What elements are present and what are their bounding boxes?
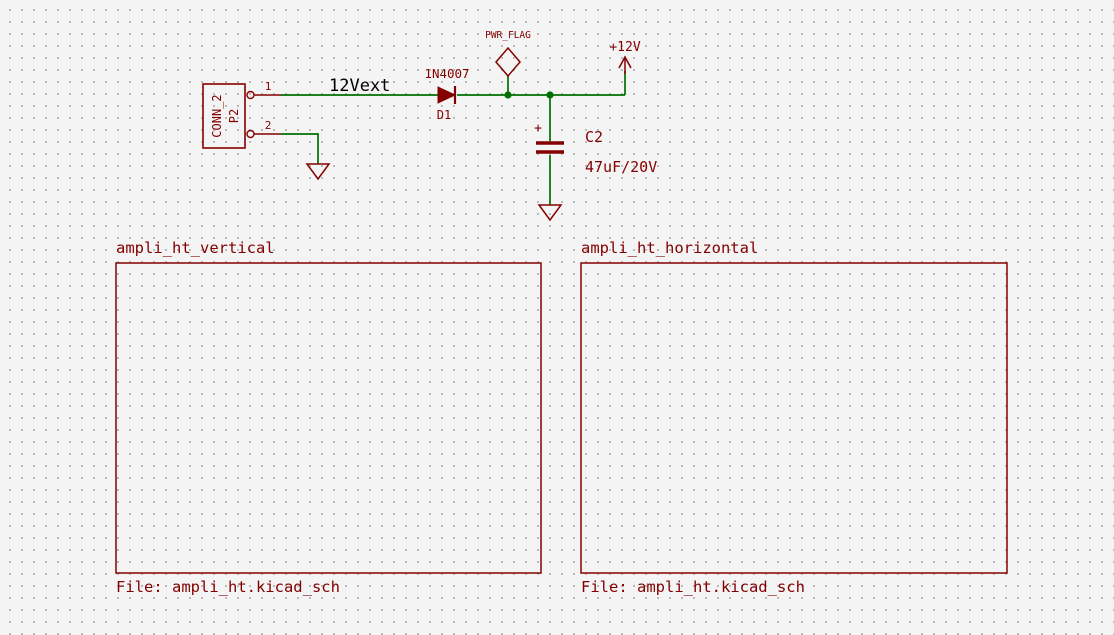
sheet-outline[interactable] [580, 262, 1008, 574]
pin1-circle [246, 90, 255, 100]
power-arrow-head [618, 55, 632, 69]
sheet-name[interactable]: ampli_ht_horizontal [581, 239, 758, 257]
pin2-circle [246, 129, 255, 139]
sheet-name[interactable]: ampli_ht_vertical [116, 239, 275, 257]
pwr-flag-diamond[interactable] [495, 46, 521, 78]
diode-value-field[interactable]: 1N4007 [424, 66, 469, 81]
sheet-outline[interactable] [115, 262, 542, 574]
wires [281, 71, 626, 205]
diode-d1[interactable]: 1N4007 D1 [424, 66, 469, 122]
capacitor-c2[interactable]: + C2 47uF/20V [534, 121, 657, 176]
connector-ref-field[interactable]: P2 [227, 109, 241, 123]
pwr-flag-symbol[interactable]: PWR_FLAG [485, 30, 531, 78]
power-rail-label[interactable]: +12V [609, 40, 640, 55]
pwr-flag-label[interactable]: PWR_FLAG [485, 30, 531, 41]
capacitor-plus-sign: + [534, 121, 542, 136]
junction-dot [504, 91, 512, 99]
diode-ref-field[interactable]: D1 [437, 108, 451, 122]
sheet-ampli-ht-vertical[interactable]: ampli_ht_vertical File: ampli_ht.kicad_s… [115, 239, 542, 596]
sheet-file[interactable]: File: ampli_ht.kicad_sch [116, 578, 340, 596]
net-label-12vext[interactable]: 12Vext [329, 76, 390, 96]
gnd-symbol-connector[interactable] [305, 163, 331, 181]
pin1-number: 1 [265, 80, 272, 93]
sheet-file[interactable]: File: ampli_ht.kicad_sch [581, 578, 805, 596]
capacitor-value-field[interactable]: 47uF/20V [585, 158, 657, 176]
connector-body[interactable] [202, 83, 246, 149]
gnd-symbol-capacitor[interactable] [537, 204, 563, 222]
power-12v-symbol[interactable]: +12V [609, 40, 641, 74]
junction-dot [546, 91, 554, 99]
connector-conn2[interactable]: CONN_2 P2 1 2 [202, 80, 281, 149]
diode-triangle[interactable] [437, 86, 457, 104]
wire-pin2-to-gnd[interactable] [281, 133, 319, 164]
capacitor-ref-field[interactable]: C2 [585, 128, 603, 146]
pin2-number: 2 [265, 119, 272, 132]
connector-name-field[interactable]: CONN_2 [210, 94, 224, 137]
sheet-ampli-ht-horizontal[interactable]: ampli_ht_horizontal File: ampli_ht.kicad… [580, 239, 1008, 596]
